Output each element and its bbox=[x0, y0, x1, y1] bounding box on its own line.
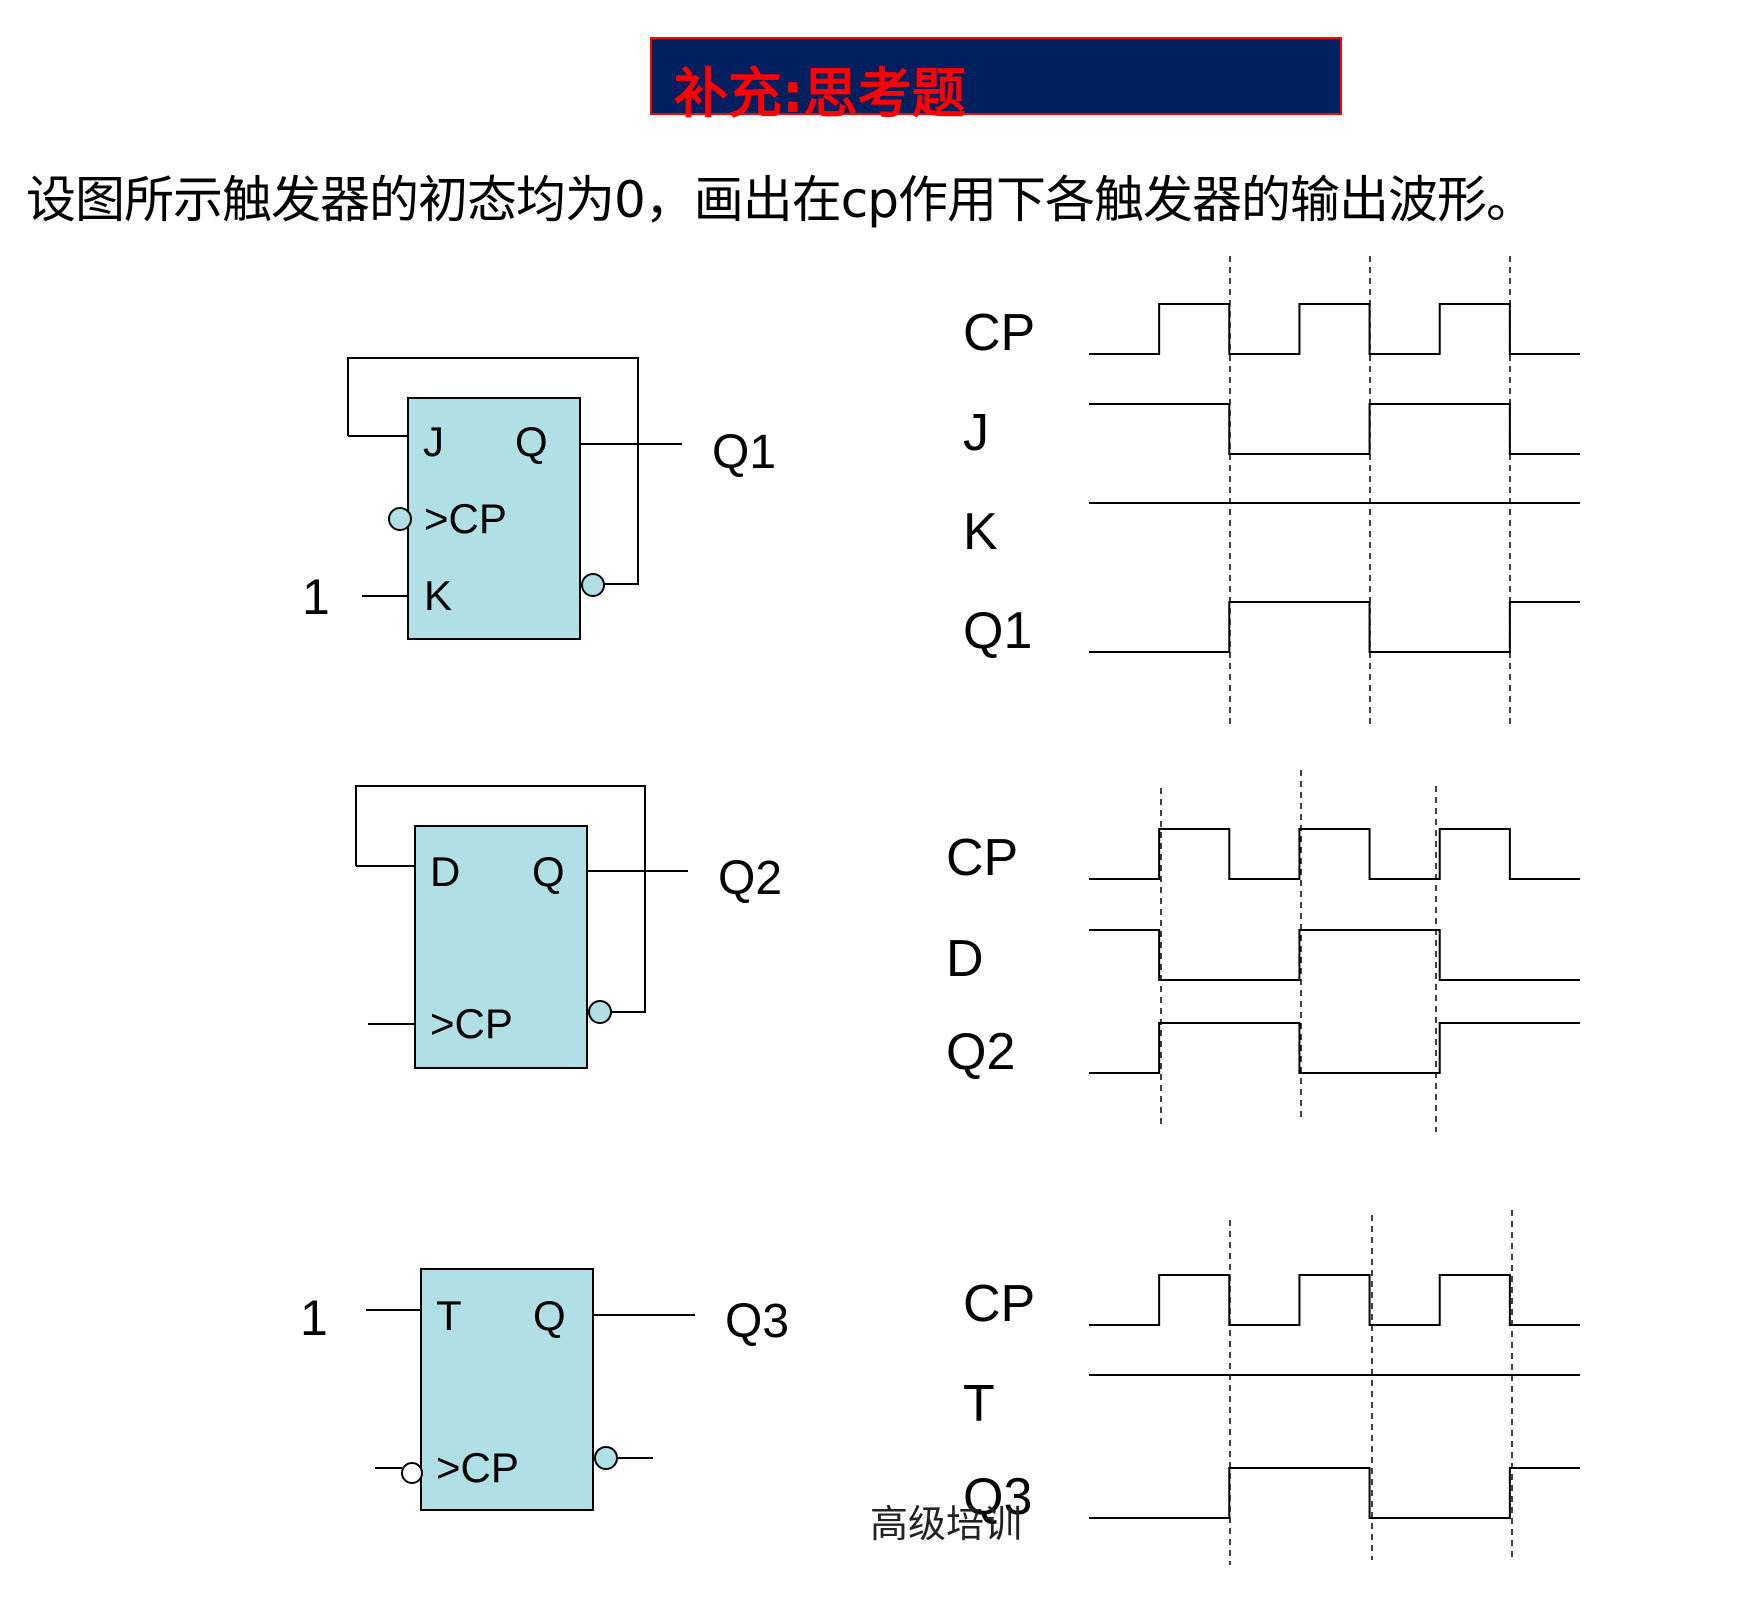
clock-pin-label-2: >CP bbox=[430, 1000, 513, 1047]
footer-label: 高级培训 bbox=[870, 1502, 1023, 1546]
signal-label-q2-2: Q2 bbox=[946, 1023, 1015, 1081]
title-text: 补充:思考题 bbox=[674, 62, 966, 125]
waveform-cp-3 bbox=[1089, 1274, 1580, 1326]
jk-feedback-wire bbox=[347, 357, 639, 585]
qbar-bubble-3 bbox=[594, 1446, 618, 1470]
t-box bbox=[420, 1268, 594, 1511]
signal-label-cp-3: CP bbox=[963, 1275, 1035, 1333]
j-pin-label: J bbox=[423, 418, 444, 465]
qbar-bubble-1 bbox=[581, 573, 605, 597]
signal-label-q1-1: Q1 bbox=[963, 602, 1032, 660]
clock-bubble-1 bbox=[388, 507, 412, 531]
waveform-q2-2 bbox=[1089, 1022, 1580, 1074]
signal-label-cp-2: CP bbox=[946, 829, 1018, 887]
t-pin-label: T bbox=[436, 1292, 462, 1339]
signal-label-t-3: T bbox=[963, 1375, 995, 1433]
k-pin-label: K bbox=[424, 572, 452, 619]
const-one-t: 1 bbox=[300, 1290, 328, 1346]
signal-label-cp-1: CP bbox=[963, 304, 1035, 362]
q3-output-label: Q3 bbox=[725, 1295, 789, 1348]
d-feedback-wire bbox=[355, 785, 646, 1013]
title-banner: 补充:思考题 bbox=[650, 37, 1342, 125]
d-box bbox=[414, 825, 588, 1069]
signal-label-k-1: K bbox=[963, 503, 998, 561]
q-pin-label-1: Q bbox=[515, 418, 548, 465]
qbar-bubble-2 bbox=[588, 1000, 612, 1024]
const-one-k: 1 bbox=[302, 569, 330, 625]
signal-label-j-1: J bbox=[963, 404, 989, 462]
d-pin-label: D bbox=[430, 848, 460, 895]
waveform-q3-3 bbox=[1089, 1467, 1580, 1519]
question-text: 设图所示触发器的初态均为0，画出在cp作用下各触发器的输出波形。 bbox=[26, 171, 1536, 229]
q1-output-label: Q1 bbox=[712, 426, 776, 479]
t-flip-flop bbox=[366, 1268, 695, 1511]
waveform-d-2 bbox=[1089, 929, 1580, 981]
jk-flip-flop bbox=[347, 357, 682, 640]
waveform-cp-1 bbox=[1089, 303, 1580, 355]
waveform-q1-1 bbox=[1089, 601, 1580, 653]
q2-output-label: Q2 bbox=[718, 852, 782, 905]
signal-label-d-2: D bbox=[946, 930, 984, 988]
clock-bubble-3 bbox=[401, 1462, 423, 1484]
waveform-j-1 bbox=[1089, 403, 1580, 455]
waveform-cp-2 bbox=[1089, 828, 1580, 880]
signal-label-q3-3: Q3 bbox=[963, 1468, 1032, 1526]
d-flip-flop bbox=[355, 785, 688, 1069]
clock-pin-label-3: >CP bbox=[436, 1444, 519, 1491]
q-pin-label-2: Q bbox=[532, 848, 565, 895]
q-pin-label-3: Q bbox=[533, 1292, 566, 1339]
clock-pin-label-1: >CP bbox=[424, 495, 507, 542]
